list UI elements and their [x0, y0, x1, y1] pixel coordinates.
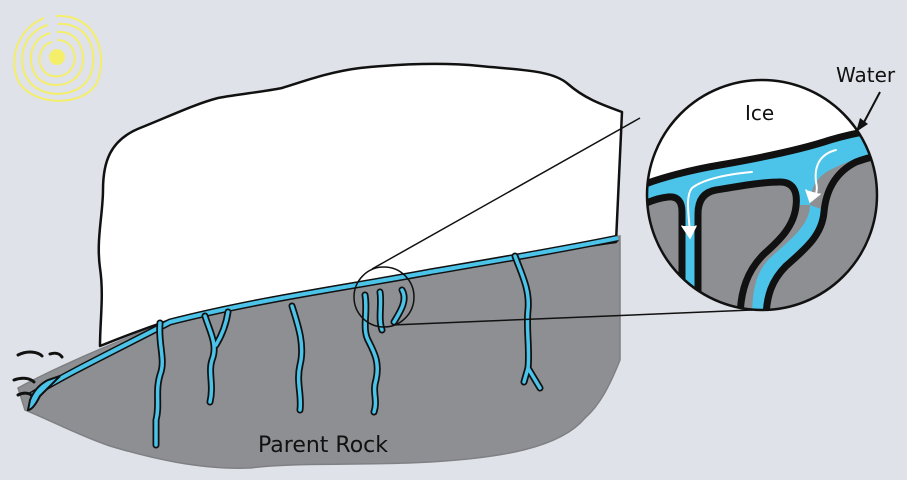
- water-label: Water: [836, 63, 896, 87]
- parent-rock-label: Parent Rock: [258, 433, 388, 458]
- ice-label: Ice: [745, 101, 774, 125]
- sun-icon: [14, 16, 101, 101]
- water-pointer-arrow: [856, 92, 880, 132]
